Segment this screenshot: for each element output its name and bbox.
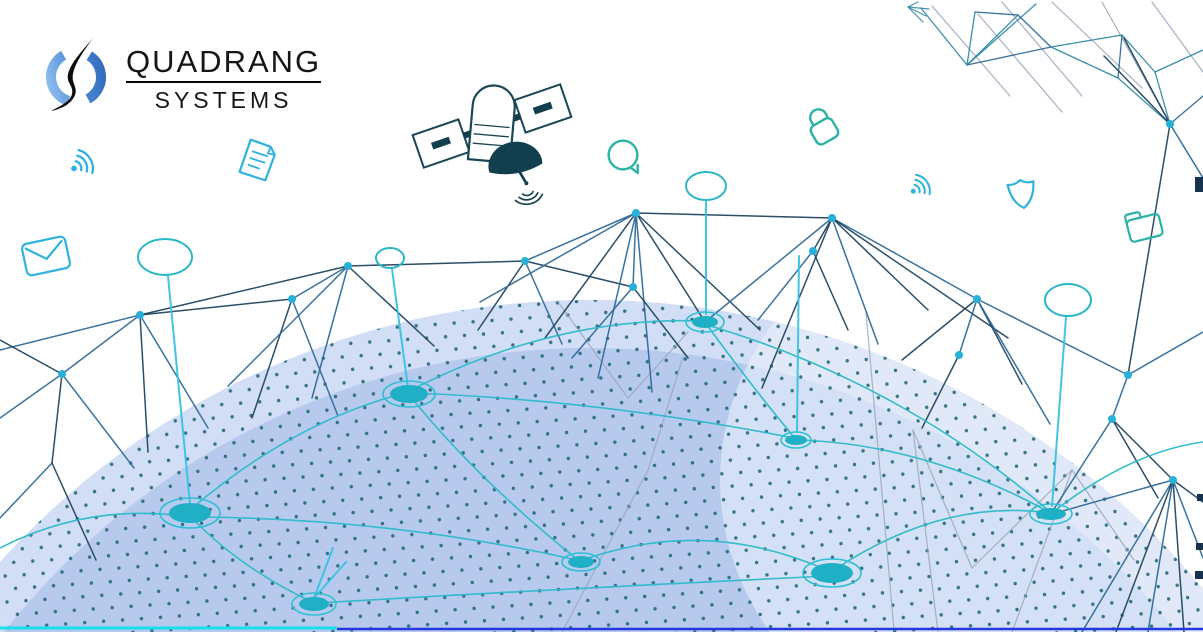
wifi-icon — [71, 148, 95, 175]
logo-swoosh — [51, 38, 93, 111]
globe-node — [159, 497, 221, 529]
envelope-icon — [20, 235, 72, 277]
mesh-vertex-dot — [632, 209, 640, 217]
edge-mark — [1197, 494, 1203, 501]
wifi-icon — [910, 173, 931, 196]
folder-icon — [1124, 211, 1164, 243]
logo-text: QUADRANG SYSTEMS — [126, 46, 322, 114]
logo: QUADRANG SYSTEMS — [42, 36, 322, 116]
network-balloon — [375, 247, 405, 269]
network-arcs — [0, 319, 1203, 604]
mesh-vertex-dot — [809, 247, 817, 255]
mesh-vertex-dot — [136, 311, 144, 319]
network-balloon — [1044, 283, 1092, 317]
note-icon — [238, 138, 276, 182]
brand-subtitle: SYSTEMS — [154, 87, 293, 113]
mesh-vertex-dot — [629, 283, 637, 291]
logo-ring — [46, 47, 106, 107]
floating-icons — [20, 83, 1164, 277]
globe-node — [382, 380, 436, 408]
mesh-network — [0, 37, 1203, 632]
logo-mark — [46, 38, 106, 111]
bottom-accent-lines — [0, 626, 1203, 631]
globe-node — [1029, 503, 1073, 525]
globe-node — [685, 311, 725, 333]
edge-marks — [1195, 177, 1203, 579]
globe-node — [291, 592, 337, 616]
mesh-vertex-dot — [521, 257, 529, 265]
globe-node — [802, 558, 862, 588]
balloons — [137, 171, 1092, 317]
mesh-vertex-dot — [288, 295, 296, 303]
globe-nodes — [159, 311, 1073, 616]
edge-mark — [1196, 543, 1203, 550]
edge-mark — [1195, 571, 1203, 579]
edge-mark — [1195, 177, 1203, 192]
network-balloon — [685, 171, 727, 201]
satellite-icon — [411, 83, 573, 206]
corner-mesh — [907, 1, 1203, 125]
chat-bubble-icon — [607, 139, 639, 175]
mesh-vertex-dot — [1124, 371, 1132, 379]
network-balloon — [137, 238, 193, 276]
mesh-vertex-dot — [828, 214, 836, 222]
lock-icon — [809, 108, 840, 146]
shield-icon — [1006, 179, 1035, 209]
globe-node — [561, 552, 601, 572]
mesh-vertex-dot — [1166, 120, 1174, 128]
mesh-vertex-dot — [973, 295, 981, 303]
mesh-vertex-dot — [344, 262, 352, 270]
mesh-vertex-dot — [1108, 415, 1116, 423]
mesh-vertex-dot — [955, 351, 963, 359]
globe-dots — [0, 300, 1203, 632]
node-stems — [167, 200, 1067, 599]
globe-node — [780, 431, 812, 449]
mesh-vertex-dot — [58, 370, 66, 378]
brand-name: QUADRANG — [126, 46, 322, 83]
mesh-vertex-dot — [1169, 476, 1177, 484]
